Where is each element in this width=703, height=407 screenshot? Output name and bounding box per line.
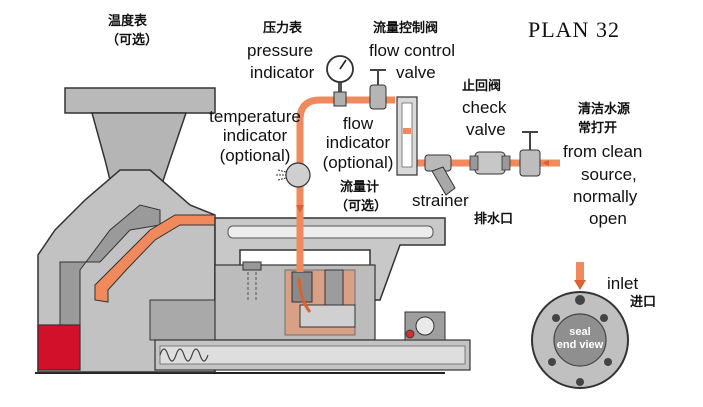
flow-control-label-en-1: flow control <box>369 41 455 60</box>
check-valve-icon <box>469 151 511 175</box>
flow-control-label-en-2: valve <box>396 63 436 82</box>
check-valve-label-en-1: check <box>462 98 507 117</box>
flow-indicator-label-en-2: indicator <box>325 133 391 152</box>
inlet-label-en: inlet <box>607 274 639 293</box>
pressure-label-en-1: pressure <box>247 41 314 60</box>
inlet-label-cn: 进口 <box>630 295 657 310</box>
pressure-label-en-2: indicator <box>250 63 315 82</box>
seal-chamber <box>214 261 376 341</box>
pressure-label-cn: 压力表 <box>263 21 303 36</box>
clean-source-label-en-4: open <box>589 209 627 228</box>
clean-source-label-en-2: source, <box>581 165 637 184</box>
temperature-label-cn: 温度表 <box>108 14 148 29</box>
pump-casing <box>37 87 216 373</box>
strainer-icon <box>424 154 456 196</box>
temperature-label-en-3: (optional) <box>219 146 291 165</box>
clean-source-label-en-3: normally <box>573 187 638 206</box>
check-valve-label-cn: 止回阀 <box>462 79 502 94</box>
clean-source-label-en-1: from clean <box>563 142 643 161</box>
flow-indicator-label-en-3: (optional) <box>322 153 394 172</box>
temperature-indicator-icon <box>276 162 311 188</box>
shaft <box>154 339 471 371</box>
flow-control-valve-icon <box>369 69 387 110</box>
temperature-label-en-2: indicator <box>222 126 288 145</box>
pressure-gauge-icon <box>326 55 354 107</box>
flow-meter-label-cn: 流量计 <box>340 180 380 195</box>
strainer-label-en: strainer <box>412 191 469 210</box>
flow-indicator-icon <box>396 96 418 176</box>
clean-source-label-cn-1: 清洁水源 <box>578 102 631 117</box>
seal-end-view-icon <box>531 291 629 389</box>
seal-label-2: end view <box>556 339 604 351</box>
seal-label-1: seal <box>569 326 591 338</box>
plan-title: PLAN 32 <box>528 17 620 42</box>
clean-source-label-cn-2: 常打开 <box>578 121 618 136</box>
flow-meter-optional-cn: （可选） <box>335 199 388 214</box>
drain-label-cn: 排水口 <box>474 212 514 227</box>
isolation-valve-icon <box>519 131 541 177</box>
flow-control-label-cn: 流量控制阀 <box>373 21 439 36</box>
bearing <box>404 311 446 341</box>
temperature-label-en-1: temperature <box>209 107 301 126</box>
temperature-optional-cn: （可选） <box>106 33 159 48</box>
check-valve-label-en-2: valve <box>466 120 506 139</box>
flow-indicator-label-en-1: flow <box>342 114 374 133</box>
